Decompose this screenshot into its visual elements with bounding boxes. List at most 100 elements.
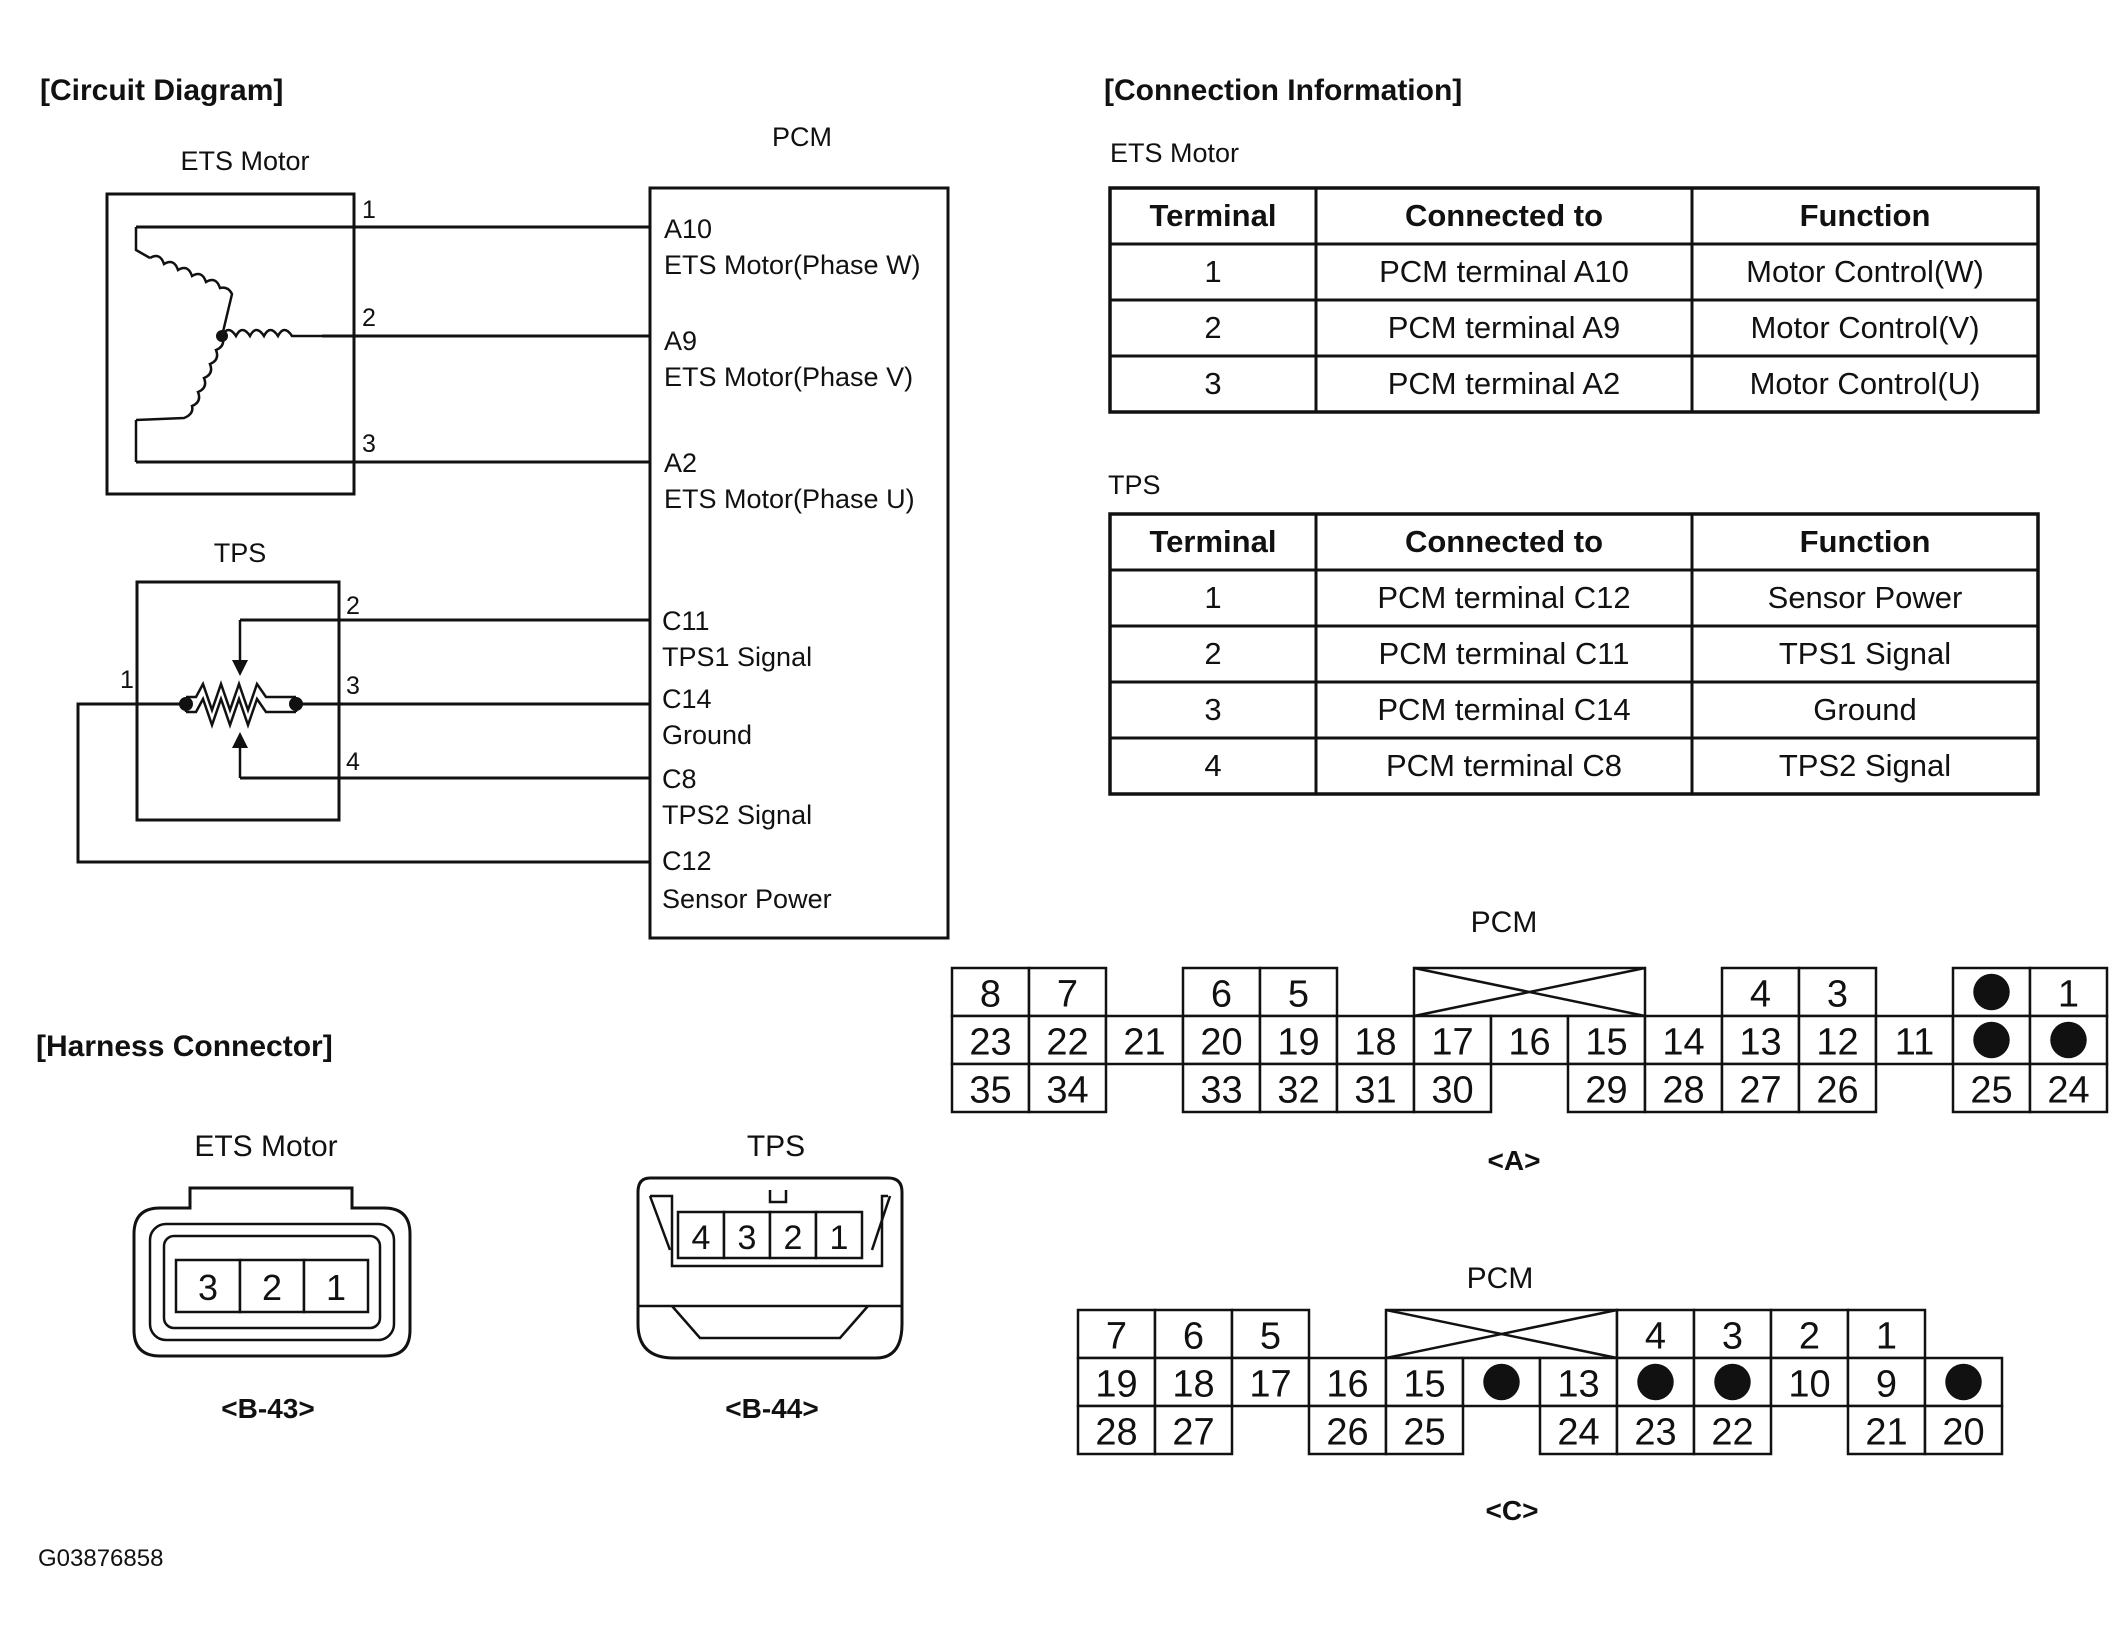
terminal-number: 4 (1645, 1315, 1666, 1357)
pcm-pin-desc: ETS Motor(Phase W) (664, 250, 921, 280)
harness-connector-heading: [Harness Connector] (36, 1030, 333, 1063)
connector-cavity (1720, 1014, 1801, 1066)
table-cell: 3 (1204, 692, 1221, 727)
terminal-number: 17 (1431, 1021, 1473, 1063)
connector-cavity (1797, 1014, 1878, 1066)
harness-ets-motor-title: ETS Motor (194, 1130, 337, 1163)
terminal-number: 13 (1557, 1363, 1599, 1405)
plugged-cavity (1637, 1363, 1674, 1401)
table-header-cell: Terminal (1150, 198, 1277, 233)
plugged-cavity (1945, 1363, 1982, 1401)
figure-code: G03876858 (38, 1545, 163, 1572)
terminal-number: 7 (1057, 973, 1078, 1015)
connector-cavity (1027, 966, 1108, 1018)
pcm-pin-code: C8 (662, 764, 697, 794)
pcm-c-caption: <C> (1486, 1495, 1539, 1526)
terminal-number: 34 (1046, 1069, 1088, 1111)
connector-cavity (1258, 966, 1339, 1018)
terminal-number: 31 (1354, 1069, 1396, 1111)
table-cell: PCM terminal C14 (1377, 692, 1630, 727)
terminal-number: 2 (1799, 1315, 1820, 1357)
ets-motor-box (105, 192, 356, 496)
terminal-number: 20 (1942, 1411, 1984, 1453)
cavity-cross (1413, 966, 1646, 1018)
terminal-number: 1 (2058, 973, 2079, 1015)
tps-label: TPS (214, 538, 267, 568)
connection-information-heading: [Connection Information] (1104, 74, 1462, 107)
table-cell: Motor Control(V) (1750, 310, 1979, 345)
table-cell: PCM terminal C12 (1377, 580, 1630, 615)
connector-cavity (1874, 1014, 1955, 1066)
pcm-a-caption: <A> (1488, 1145, 1541, 1176)
terminal-number: 6 (1211, 973, 1232, 1015)
connector-cavity (1951, 1062, 2032, 1114)
tps-pin-2: 2 (346, 592, 360, 620)
terminal-number: 32 (1277, 1069, 1319, 1111)
terminal-number: 19 (1277, 1021, 1319, 1063)
circuit-diagram-heading: [Circuit Diagram] (40, 74, 283, 107)
tps-table-title: TPS (1108, 470, 1161, 500)
tps-pin-3: 3 (346, 672, 360, 700)
connector-cavity (1797, 1062, 1878, 1114)
terminal-number: 9 (1876, 1363, 1897, 1405)
tps-pin-4: 4 (346, 748, 360, 776)
motor-pin-1: 1 (362, 196, 376, 224)
terminal-number: 26 (1326, 1411, 1368, 1453)
table-header-cell: Connected to (1405, 524, 1603, 559)
ets-motor-label: ETS Motor (180, 146, 309, 176)
connector-cavity (1923, 1404, 2004, 1456)
connector-cavity (1307, 1404, 1388, 1456)
pcm-pin-code: A9 (664, 326, 697, 356)
plugged-cavity (1973, 973, 2010, 1011)
ets-motor-table-title: ETS Motor (1110, 138, 1239, 168)
table-cell: TPS2 Signal (1779, 748, 1951, 783)
terminal-number: 3 (1827, 973, 1848, 1015)
connector-cavity (950, 1062, 1031, 1114)
pcm-pin-desc: Ground (662, 720, 752, 750)
connector-cavity (1230, 1356, 1311, 1408)
terminal-number: 18 (1172, 1363, 1214, 1405)
pcm-pin-desc: TPS2 Signal (662, 800, 812, 830)
terminal-number: 16 (1326, 1363, 1368, 1405)
pcm-pin-desc: TPS1 Signal (662, 642, 812, 672)
motor-pin-3: 3 (362, 430, 376, 458)
harness-tps-caption: <B-44> (725, 1393, 818, 1424)
table-cell: PCM terminal A9 (1388, 310, 1621, 345)
terminal-number: 11 (1895, 1021, 1934, 1063)
table-cell: Motor Control(U) (1750, 366, 1981, 401)
connector-cavity (1076, 1404, 1157, 1456)
connector-cavity (1412, 1014, 1493, 1066)
terminal-number: 28 (1662, 1069, 1704, 1111)
connector-cavity (1412, 1062, 1493, 1114)
connector-cavity (1797, 966, 1878, 1018)
terminal-number: 27 (1739, 1069, 1781, 1111)
pcm-pin-code: C12 (662, 846, 712, 876)
terminal-number: 35 (969, 1069, 1011, 1111)
terminal-number: 21 (1123, 1021, 1165, 1063)
terminal-number: 20 (1200, 1021, 1242, 1063)
harness-pin: 3 (738, 1219, 757, 1257)
harness-ets-caption: <B-43> (221, 1393, 314, 1424)
terminal-number: 13 (1739, 1021, 1781, 1063)
pcm-a-title: PCM (1471, 906, 1538, 939)
pcm-pin-desc: Sensor Power (662, 884, 832, 914)
terminal-number: 21 (1865, 1411, 1907, 1453)
terminal-number: 29 (1585, 1069, 1627, 1111)
ets-motor-harness-connector: 3 2 1 (132, 1186, 412, 1358)
pcm-pin-desc: ETS Motor(Phase V) (664, 362, 913, 392)
motor-pin-2: 2 (362, 304, 376, 332)
connector-cavity (1566, 1062, 1647, 1114)
terminal-number: 19 (1095, 1363, 1137, 1405)
connector-cavity (1615, 1404, 1696, 1456)
connector-cavity (1153, 1404, 1234, 1456)
terminal-number: 12 (1816, 1021, 1858, 1063)
pcm-pin-code: A2 (664, 448, 697, 478)
table-cell: 3 (1204, 366, 1221, 401)
table-cell: Ground (1813, 692, 1916, 727)
connector-cavity (1230, 1308, 1311, 1360)
terminal-number: 14 (1662, 1021, 1704, 1063)
harness-pin: 4 (692, 1219, 711, 1257)
terminal-number: 22 (1711, 1411, 1753, 1453)
terminal-number: 33 (1200, 1069, 1242, 1111)
terminal-number: 26 (1816, 1069, 1858, 1111)
